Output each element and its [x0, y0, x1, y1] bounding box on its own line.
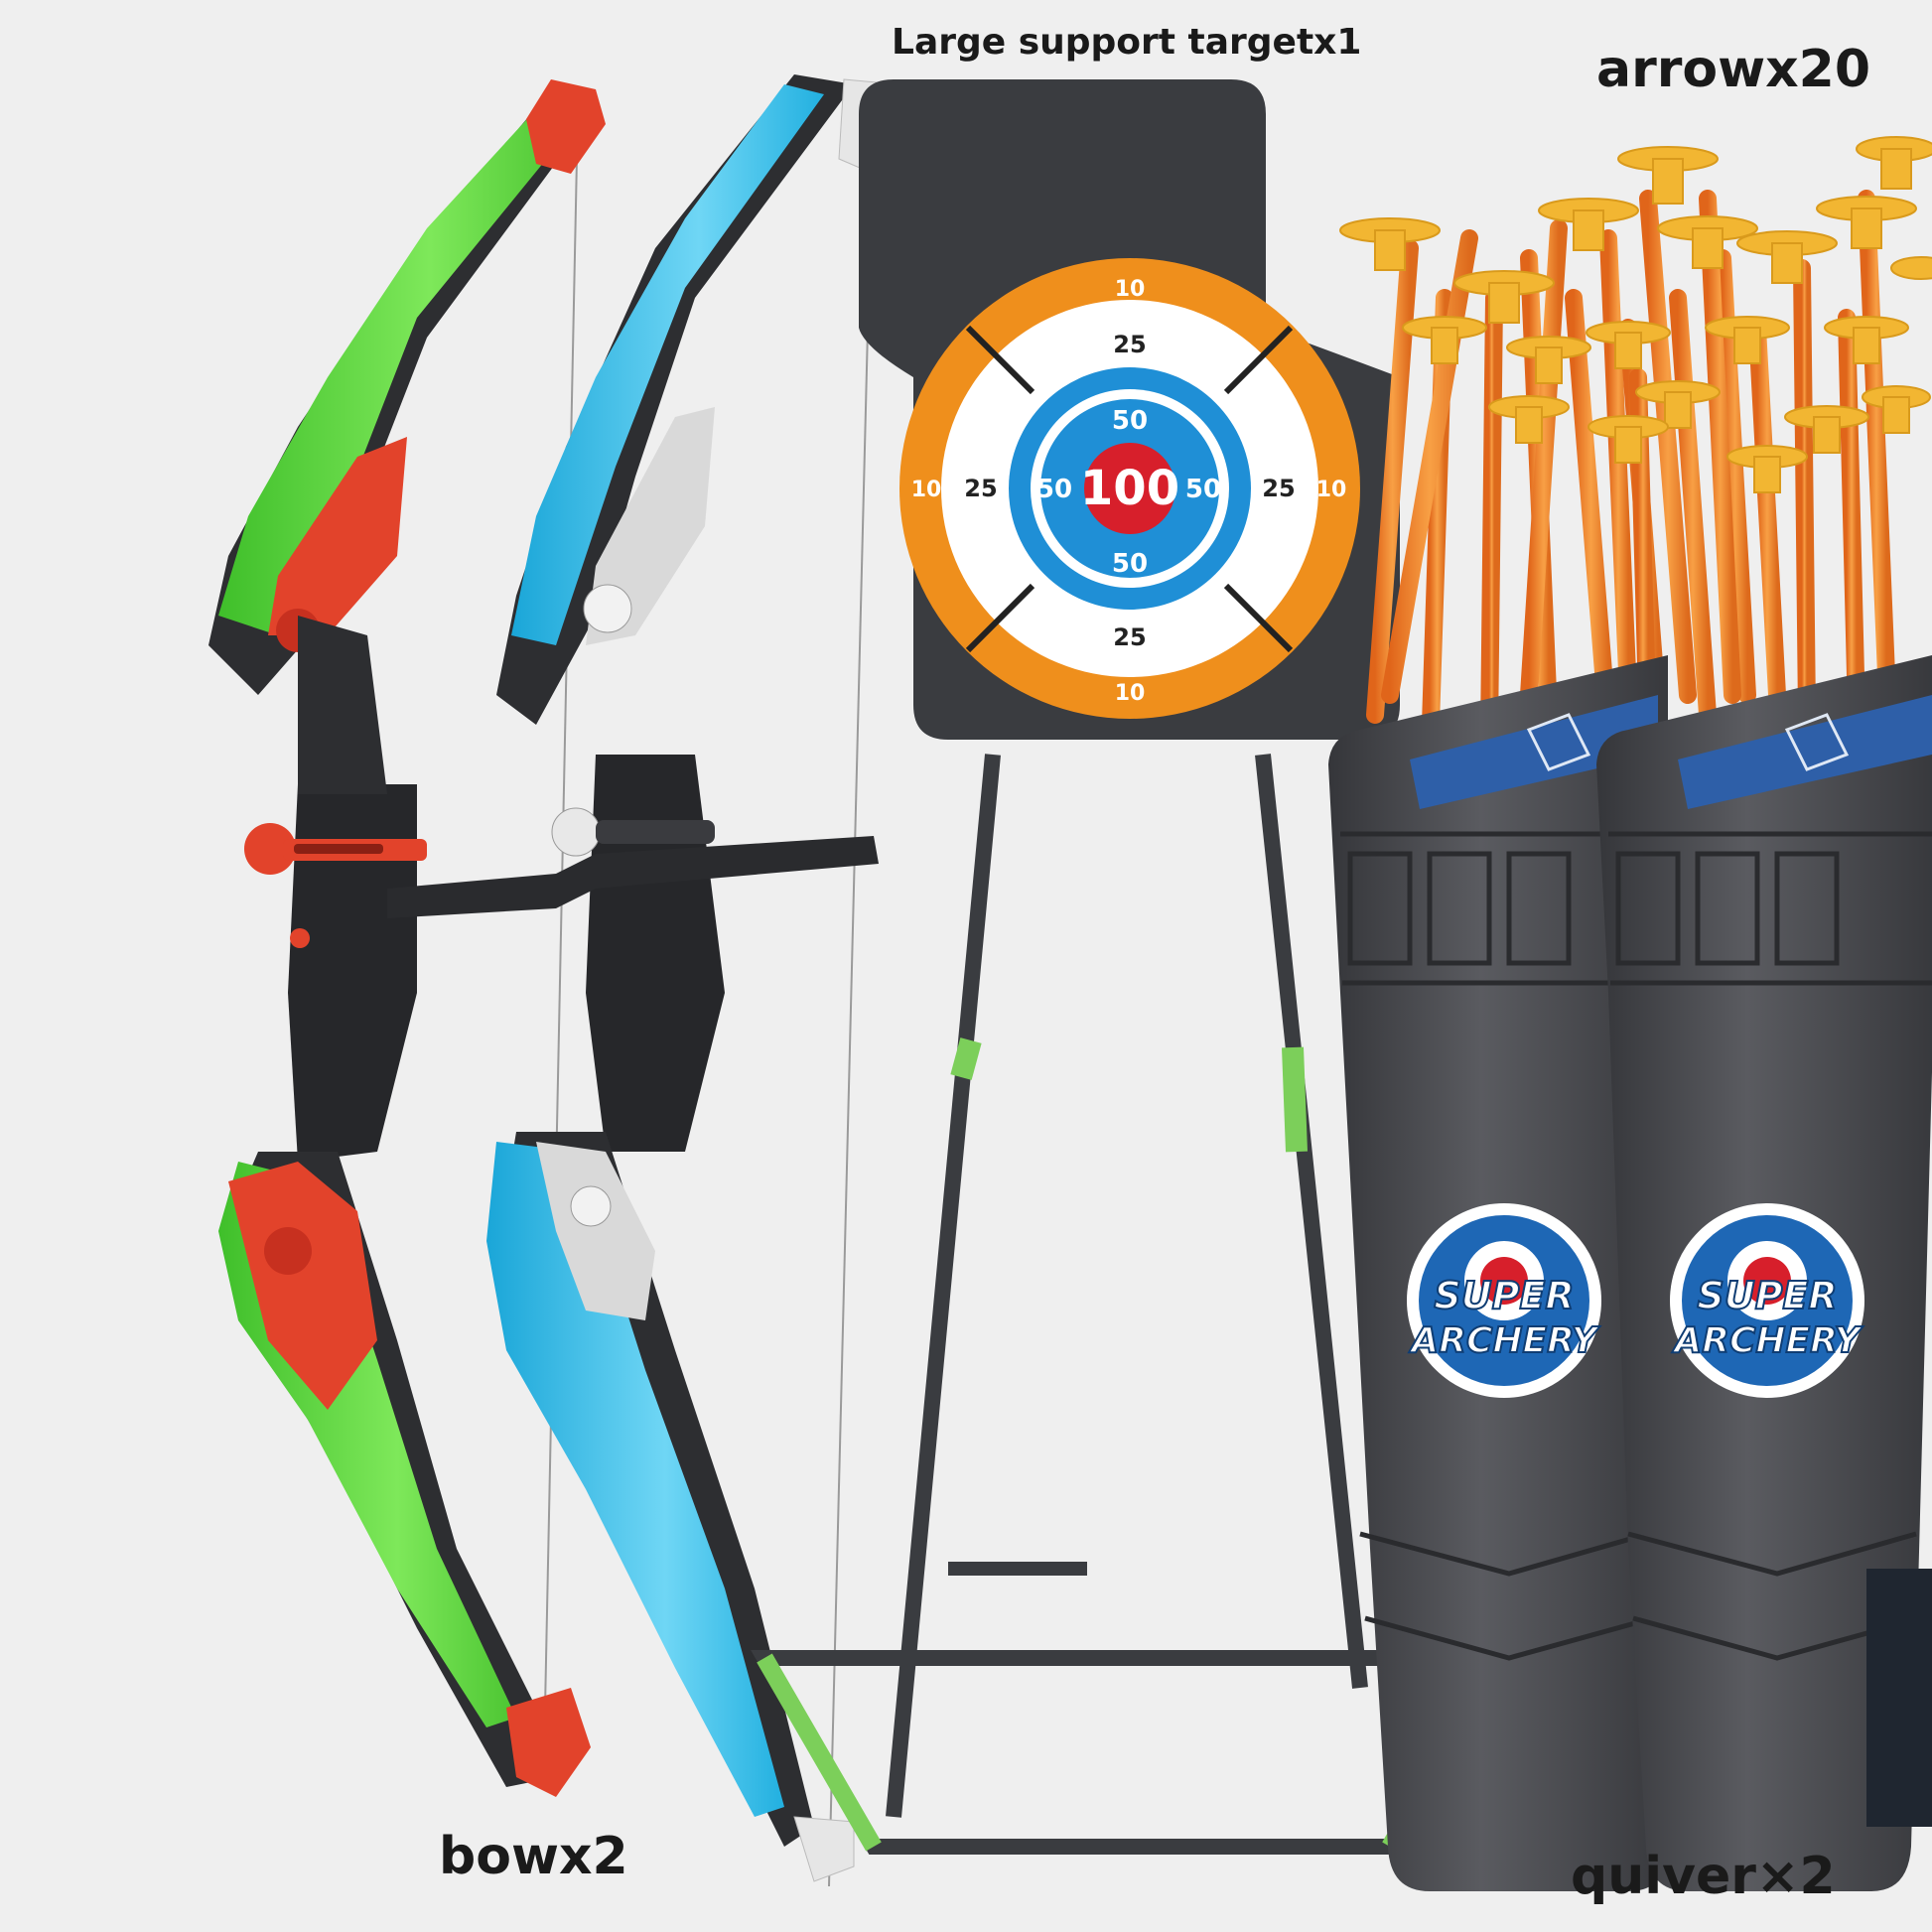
blue-bow [387, 74, 909, 1887]
quiver-logo: SUPER ARCHERY [1670, 1203, 1865, 1398]
target-score-center: 100 [1080, 461, 1179, 516]
green-bow [208, 79, 606, 1797]
label-quivers: quiver×2 [1571, 1847, 1836, 1906]
target-score-outer: 10 [1316, 478, 1347, 502]
label-target: Large support targetx1 [892, 22, 1362, 63]
label-bows: bowx2 [439, 1827, 628, 1886]
quiver-logo-line2: ARCHERY [1671, 1320, 1863, 1361]
target-score-middle: 25 [1113, 331, 1146, 358]
quiver-logo: SUPER ARCHERY [1407, 1203, 1602, 1398]
target-score-middle: 25 [964, 475, 997, 502]
target-score-inner: 50 [1185, 475, 1221, 504]
quiver-logo-line2: ARCHERY [1408, 1320, 1600, 1361]
target-score-inner: 50 [1036, 475, 1072, 504]
target-score-middle: 25 [1262, 475, 1295, 502]
target-board: 100 50 50 50 50 25 25 25 25 10 10 10 10 [859, 79, 1400, 740]
target-score-inner: 50 [1112, 549, 1148, 579]
target-score-outer: 10 [1115, 277, 1146, 302]
quiver-right: SUPER ARCHERY [1596, 655, 1932, 1891]
quiver-left: SUPER ARCHERY [1328, 655, 1668, 1891]
quiver-logo-line1: SUPER [1697, 1274, 1837, 1317]
arrows-bundle [1339, 136, 1932, 763]
target-score-outer: 10 [1115, 681, 1146, 706]
quiver-logo-line1: SUPER [1434, 1274, 1574, 1317]
target-score-inner: 50 [1112, 406, 1148, 436]
label-arrows: arrowx20 [1596, 40, 1871, 99]
target-bullseye [1084, 443, 1175, 534]
target-score-middle: 25 [1113, 623, 1146, 651]
target-score-outer: 10 [911, 478, 942, 502]
